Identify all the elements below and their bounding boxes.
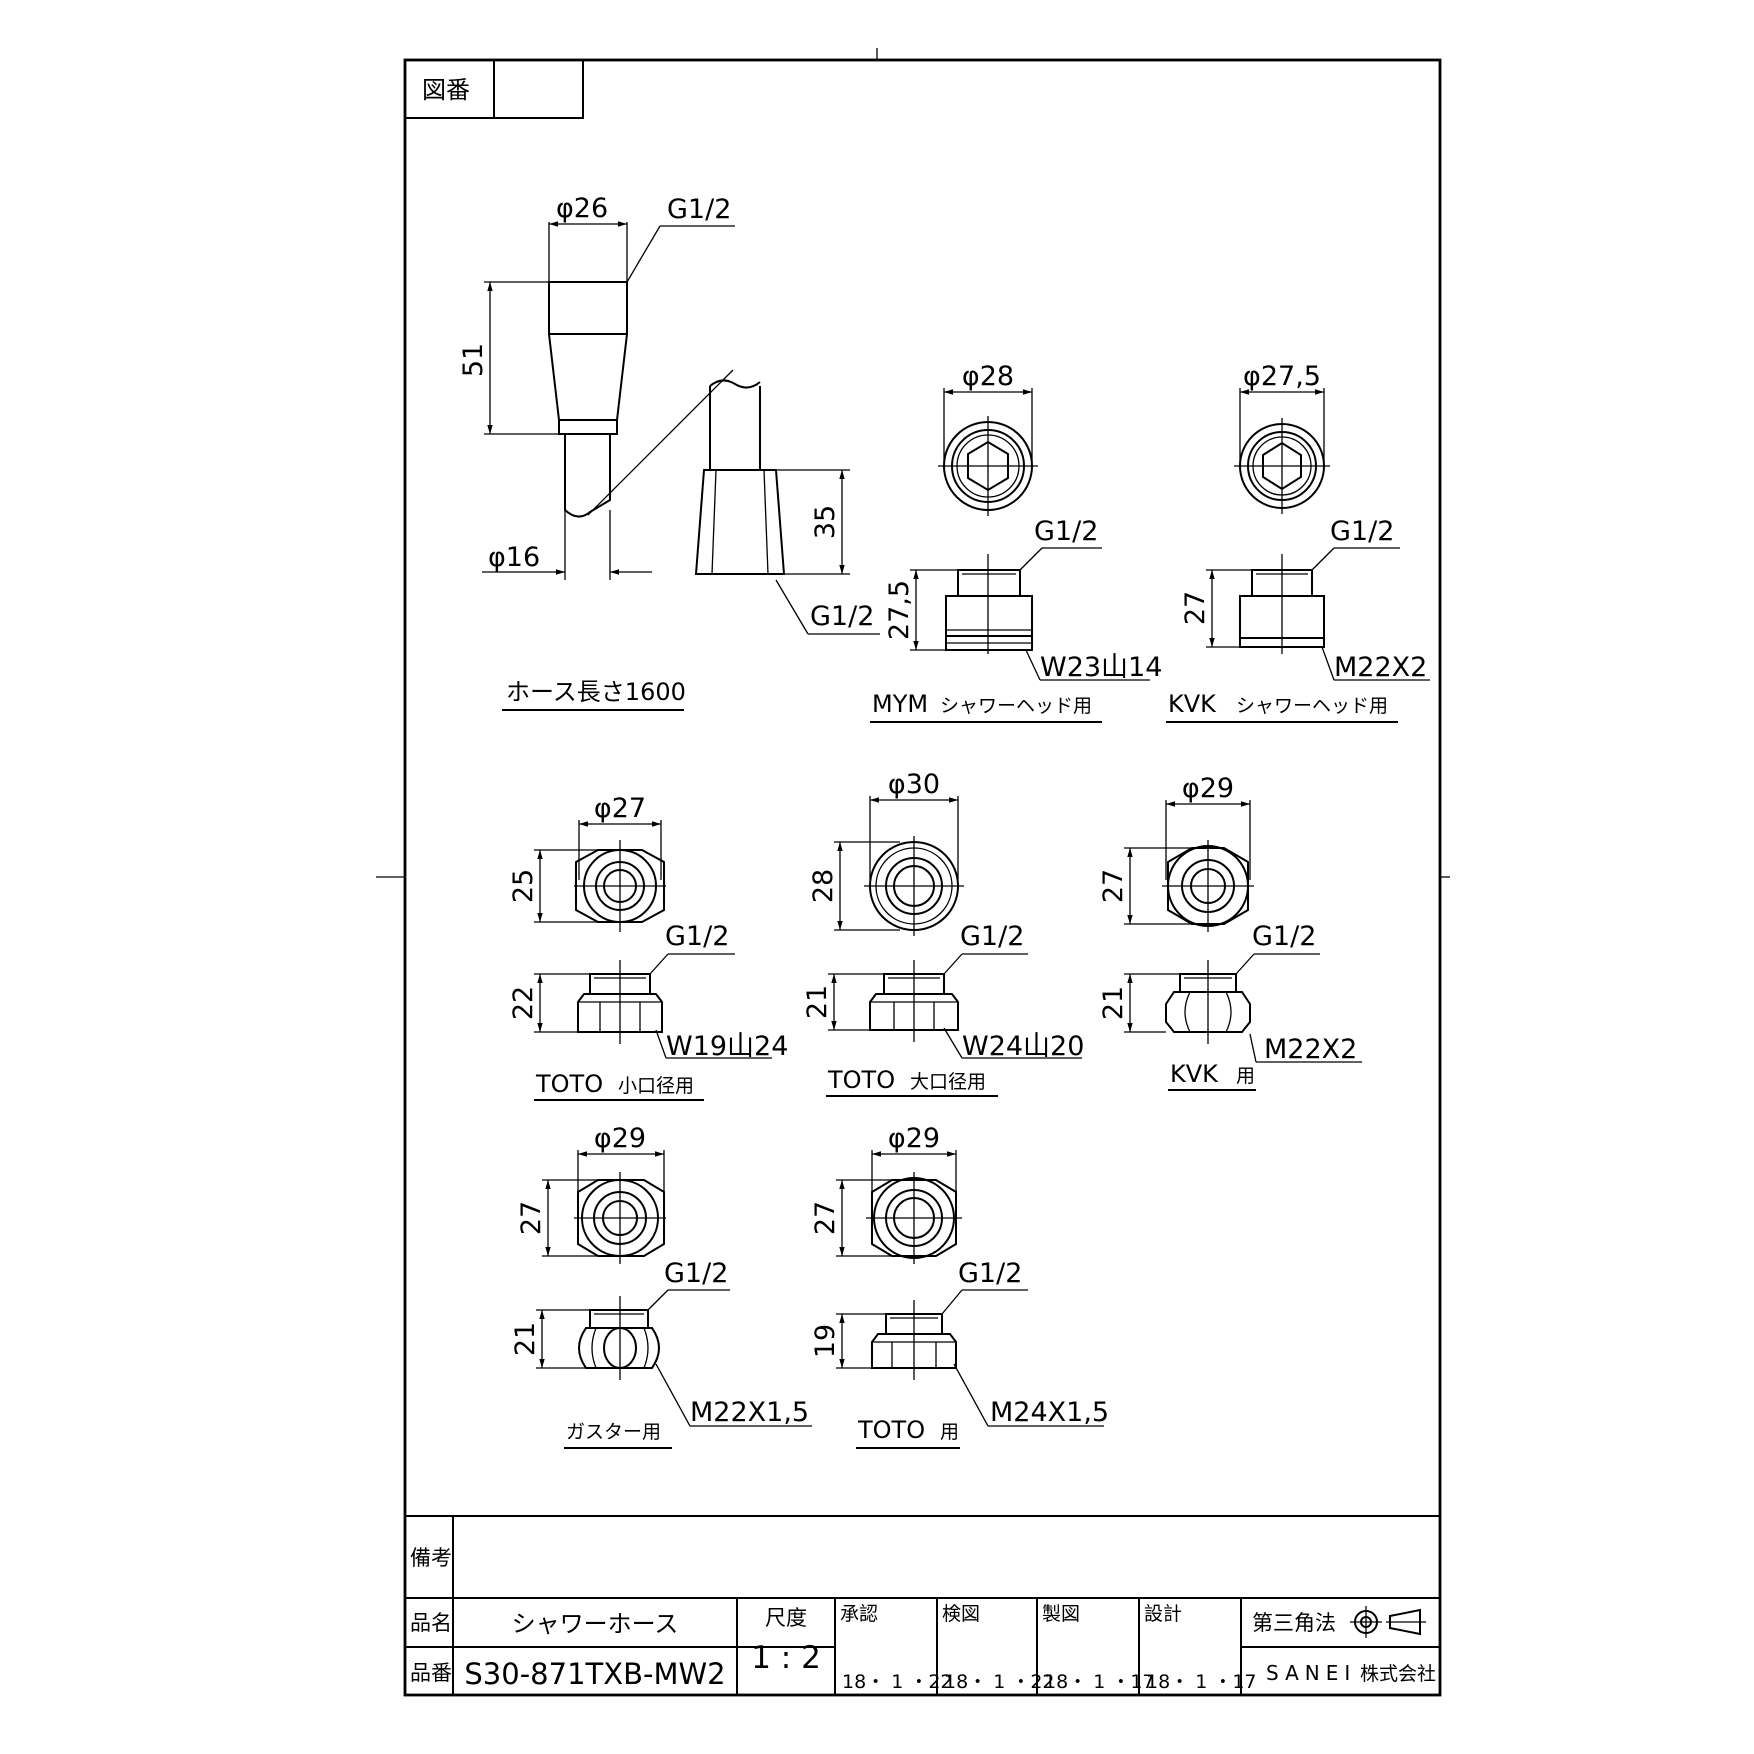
- mym-thread: G1/2: [1034, 516, 1098, 547]
- toto-large-height: 21: [802, 985, 833, 1019]
- product-name: シャワーホース: [512, 1610, 679, 1638]
- toto-large-caption-main: TOTO: [827, 1066, 895, 1094]
- hose-top-length: 51: [458, 343, 489, 377]
- toto-large-thread: G1/2: [960, 921, 1024, 952]
- adapter-toto: φ29 27 G1/2 19 M24X1,5 TOTO 用: [810, 1123, 1109, 1449]
- drafted-date: 18・ 1 ・17: [1044, 1671, 1155, 1693]
- hose-diameter: φ16: [488, 542, 540, 573]
- toto-large-width: 28: [808, 869, 839, 903]
- toto-height: 19: [810, 1324, 841, 1358]
- company-name: SANEI: [1266, 1661, 1356, 1685]
- scale-label: 尺度: [765, 1606, 807, 1630]
- drafted-label: 製図: [1042, 1603, 1080, 1625]
- hose-nut-thread: G1/2: [810, 601, 874, 632]
- adapter-toto-small: φ27 25 G1/2 22 W19山24 TOTO 小口径用: [508, 793, 788, 1101]
- center-marks: [376, 48, 1450, 878]
- checked-date: 18・ 1 ・22: [944, 1671, 1055, 1693]
- kvk-caption-sub: 用: [1236, 1065, 1255, 1087]
- kvk-sh-spec: M22X2: [1334, 652, 1427, 683]
- hose-top-thread: G1/2: [667, 194, 731, 225]
- mym-caption-main: MYM: [872, 690, 928, 718]
- toto-large-spec: W24山20: [962, 1031, 1084, 1062]
- hose-length-caption: ホース長さ1600: [506, 678, 686, 706]
- toto-small-width: 25: [508, 869, 539, 903]
- kvk-sh-caption-sub: シャワーヘッド用: [1236, 695, 1388, 717]
- toto-large-diameter: φ30: [888, 769, 940, 800]
- mym-diameter: φ28: [962, 361, 1014, 392]
- designed-date: 18・ 1 ・17: [1146, 1671, 1257, 1693]
- gastar-spec: M22X1,5: [690, 1397, 809, 1428]
- remarks-label: 備考: [410, 1546, 452, 1570]
- toto-small-height: 22: [508, 986, 539, 1020]
- gastar-width: 27: [516, 1201, 547, 1235]
- designed-label: 設計: [1144, 1603, 1182, 1625]
- kvk-sh-caption-main: KVK: [1168, 690, 1217, 718]
- projection-label: 第三角法: [1252, 1611, 1336, 1635]
- product-number: S30-871TXB-MW2: [464, 1657, 725, 1691]
- kvk-thread: G1/2: [1252, 921, 1316, 952]
- title-block: 備考 品名 シャワーホース 品番 S30-871TXB-MW2 尺度 1 : 2…: [405, 1515, 1440, 1695]
- mym-spec: W23山14: [1040, 652, 1162, 683]
- scale-value: 1 : 2: [751, 1640, 821, 1676]
- mym-height: 27,5: [884, 580, 915, 640]
- third-angle-projection-icon: [1350, 1606, 1426, 1638]
- toto-small-caption-main: TOTO: [535, 1070, 603, 1098]
- toto-caption-sub: 用: [940, 1421, 959, 1443]
- toto-thread: G1/2: [958, 1258, 1022, 1289]
- toto-width: 27: [810, 1201, 841, 1235]
- hose-nut-length: 35: [810, 505, 841, 539]
- hose-top-diameter: φ26: [556, 193, 608, 224]
- kvk-width: 27: [1098, 869, 1129, 903]
- adapter-kvk-showerhead: φ27,5 G1/2 27 M22X2 KVK シャワーヘッド用: [1166, 361, 1430, 723]
- kvk-spec: M22X2: [1264, 1034, 1357, 1065]
- kvk-caption-main: KVK: [1170, 1060, 1219, 1088]
- adapter-gastar: φ29 27 G1/2 21 M22X1,5 ガスター用: [510, 1123, 812, 1449]
- toto-large-caption-sub: 大口径用: [910, 1071, 986, 1093]
- kvk-height: 21: [1098, 986, 1129, 1020]
- gastar-height: 21: [510, 1322, 541, 1356]
- kvk-sh-height: 27: [1180, 591, 1211, 625]
- toto-small-diameter: φ27: [594, 793, 646, 824]
- adapter-mym: φ28 G1/2 27,5 W23山14 MYM シャワーヘッド用: [870, 361, 1162, 723]
- toto-small-thread: G1/2: [665, 921, 729, 952]
- gastar-caption: ガスター用: [566, 1421, 661, 1443]
- mym-caption-sub: シャワーヘッド用: [940, 695, 1092, 717]
- checked-label: 検図: [942, 1603, 980, 1625]
- gastar-thread: G1/2: [664, 1258, 728, 1289]
- kvk-sh-diameter: φ27,5: [1243, 361, 1321, 392]
- toto-small-spec: W19山24: [666, 1031, 788, 1062]
- adapter-kvk: φ29 27 G1/2 21 M22X2 KVK 用: [1098, 773, 1362, 1091]
- hose-view: φ26 G1/2 51 φ16 35 G1/2 ホース長さ1600: [458, 193, 880, 711]
- approved-label: 承認: [840, 1603, 878, 1625]
- product-name-label: 品名: [410, 1611, 452, 1635]
- gastar-diameter: φ29: [594, 1123, 646, 1154]
- drawing-number-label: 図番: [422, 76, 470, 104]
- kvk-diameter: φ29: [1182, 773, 1234, 804]
- approved-date: 18・ 1 ・22: [842, 1671, 953, 1693]
- adapter-toto-large: φ30 28 G1/2 21 W24山20 TOTO 大口径用: [802, 769, 1084, 1097]
- company-suffix: 株式会社: [1360, 1663, 1436, 1685]
- drawing-number-box: 図番: [404, 59, 584, 119]
- kvk-sh-thread: G1/2: [1330, 516, 1394, 547]
- product-number-label: 品番: [410, 1661, 452, 1685]
- toto-spec: M24X1,5: [990, 1397, 1109, 1428]
- toto-diameter: φ29: [888, 1123, 940, 1154]
- toto-small-caption-sub: 小口径用: [618, 1075, 694, 1097]
- toto-caption-main: TOTO: [857, 1416, 925, 1444]
- drawing-border: [403, 58, 1442, 1697]
